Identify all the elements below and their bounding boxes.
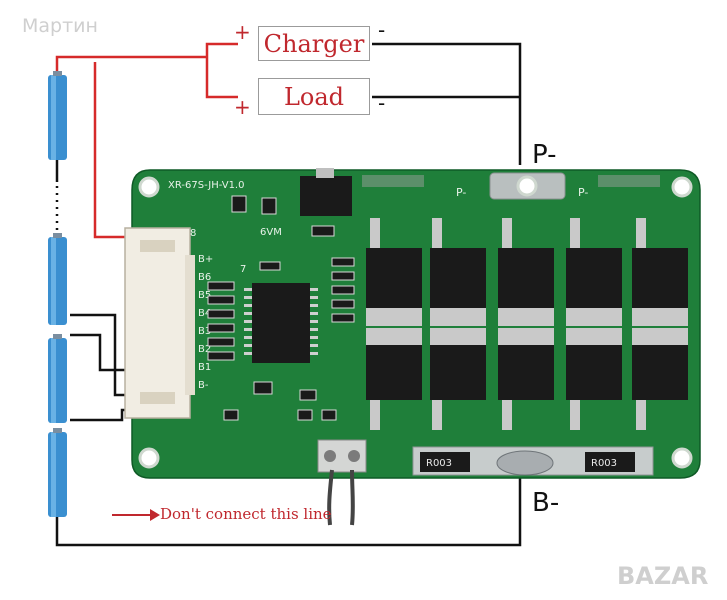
wire-positive-to-board [93,62,135,239]
pin-label-b-plus: B+ [198,254,213,265]
pad-label-p-minus-2: P- [578,186,588,199]
sensor-lead-2 [350,469,355,526]
b-minus-label: B- [532,488,560,518]
mosfet-row-top [366,218,688,326]
load-plus-sign: + [234,95,251,119]
battery-cells [48,71,67,517]
charger-box: Charger [258,26,370,61]
red-wires [55,42,238,239]
top-transistor [300,176,352,216]
part-label-8: 8 [190,228,196,239]
charger-plus-sign: + [234,20,251,44]
pin-label-b3: B3 [198,326,211,337]
pcb-board: B+ B6 B5 B4 B3 B2 B1 B- XR-67S-JH-V1.0 6… [124,168,701,479]
shunt-resistor-2-label: R003 [591,458,617,469]
sensor-lead-1 [327,469,334,526]
pin-label-b-minus: B- [198,380,209,391]
p-minus-label: P- [532,140,557,170]
battery-cell-3 [48,334,67,423]
wire-b-minus [55,478,522,547]
black-wires [55,42,522,547]
part-label-7: 7 [240,264,246,275]
watermark-bottom-right: BAZAR [617,562,709,590]
balance-connector [124,227,191,419]
watermark-top-left: Мартин [22,15,98,37]
pin-label-b1: B1 [198,362,211,373]
board-model-label: XR-67S-JH-V1.0 [168,180,244,191]
pin-labels: B+ B6 B5 B4 B3 B2 B1 B- [198,254,213,391]
dont-connect-arrow [112,509,160,521]
pad-label-p-minus-1: P- [456,186,466,199]
bms-ic [252,283,310,363]
mosfet-row-bottom [366,328,688,430]
shunt-resistor-2 [585,452,635,472]
pin-label-b2: B2 [198,344,211,355]
load-minus-sign: - [378,91,386,115]
load-box: Load [258,78,370,115]
wire-positive-to-cell-top [55,55,207,75]
wire-charger-load-positive [205,42,238,99]
charger-minus-sign: - [378,18,386,42]
shunt-resistor-1-label: R003 [426,458,452,469]
wire-charger-negative-to-p [372,42,522,165]
shunt-resistor-1 [420,452,470,472]
pin-label-b4: B4 [198,308,211,319]
dont-connect-note: Don't connect this line [160,505,332,523]
battery-cell-4 [48,428,67,517]
battery-cell-1 [48,71,67,160]
battery-cell-2 [48,233,67,325]
part-label-6vm: 6VM [260,227,282,238]
wire-cell-tap-2 [70,333,135,372]
pin-label-b6: B6 [198,272,211,283]
pin-label-b5: B5 [198,290,211,301]
